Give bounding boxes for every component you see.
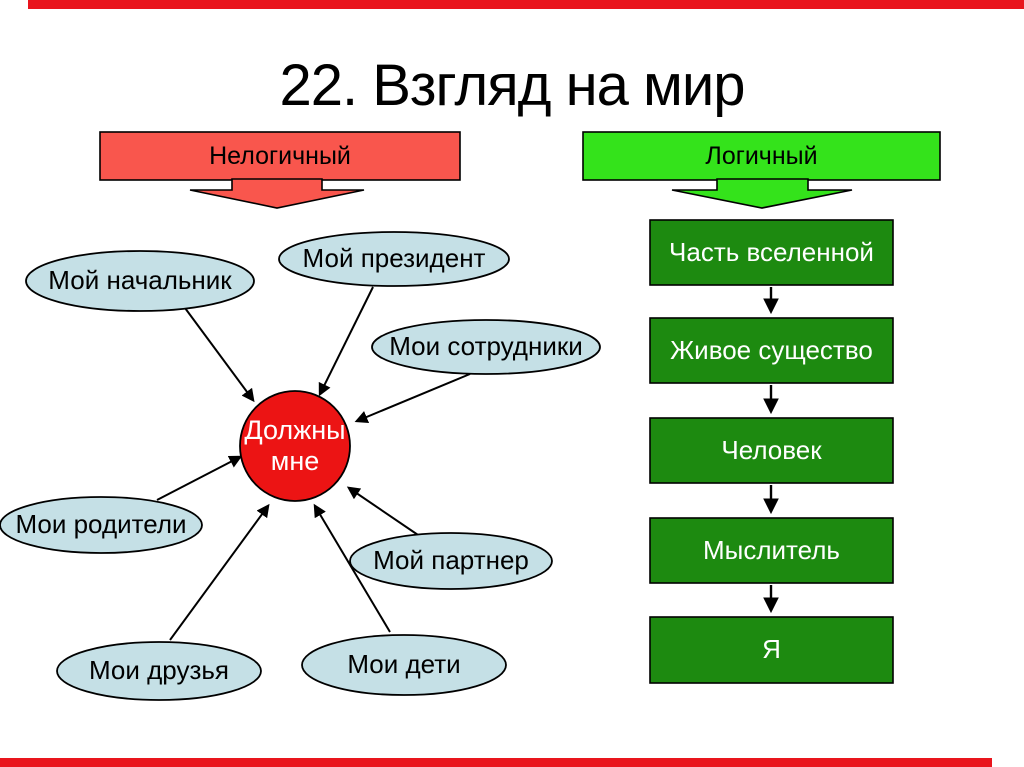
node-label-my-parents: Мои родители [15,509,187,540]
logical-banner-shape [582,131,941,181]
node-label-my-children: Мои дети [347,649,461,680]
node-ellipse-my-president [278,231,510,287]
logical-banner-label: Логичный [705,141,818,170]
node-ellipse-my-friends [56,641,262,701]
logical-banner-arrow-icon [671,178,853,209]
illogical-banner-arrow-icon [189,178,365,209]
chain-label-human: Человек [721,434,822,465]
slide-title: 22. Взгляд на мир [279,53,745,118]
chain-label-part-of-universe: Часть вселенной [669,236,874,267]
bottom-accent-bar [0,758,992,767]
node-label-my-friends: Мои друзья [88,655,230,686]
connector-my-coworkers [354,373,471,424]
illogical-banner-shape [99,131,461,181]
center-circle-label-line1: Должны [244,414,346,445]
node-label-my-coworkers: Мои сотрудники [389,331,583,362]
node-label-my-boss: Мой начальник [48,265,232,296]
connector-my-friends [169,503,270,641]
center-circle-label-line2: мне [270,446,320,476]
chain-box-human [649,417,894,484]
chain-label-living-being: Живое существо [670,334,873,365]
center-circle [239,390,351,502]
illogical-banner-label: Нелогичный [209,141,351,170]
chain-box-me [649,616,894,684]
connector-my-president [318,286,374,397]
node-label-my-president: Мой президент [302,243,486,274]
chain-box-part-of-universe [649,219,894,286]
node-ellipse-my-partner [349,532,553,590]
node-ellipse-my-parents [0,496,203,554]
connector-my-parents [156,455,243,501]
chain-box-living-being [649,317,894,384]
center-circle-label: Должны мне [237,392,353,500]
chain-label-me: Я [762,634,781,665]
node-ellipse-my-children [301,634,507,696]
connector-my-partner [346,486,422,538]
chain-label-thinker: Мыслитель [703,534,840,565]
connector-my-boss [184,307,255,403]
chain-box-thinker [649,517,894,584]
node-ellipse-my-boss [25,250,255,312]
node-ellipse-my-coworkers [371,319,601,375]
connector-my-children [313,503,391,633]
node-label-my-partner: Мой партнер [373,545,529,576]
top-accent-bar [28,0,1024,9]
